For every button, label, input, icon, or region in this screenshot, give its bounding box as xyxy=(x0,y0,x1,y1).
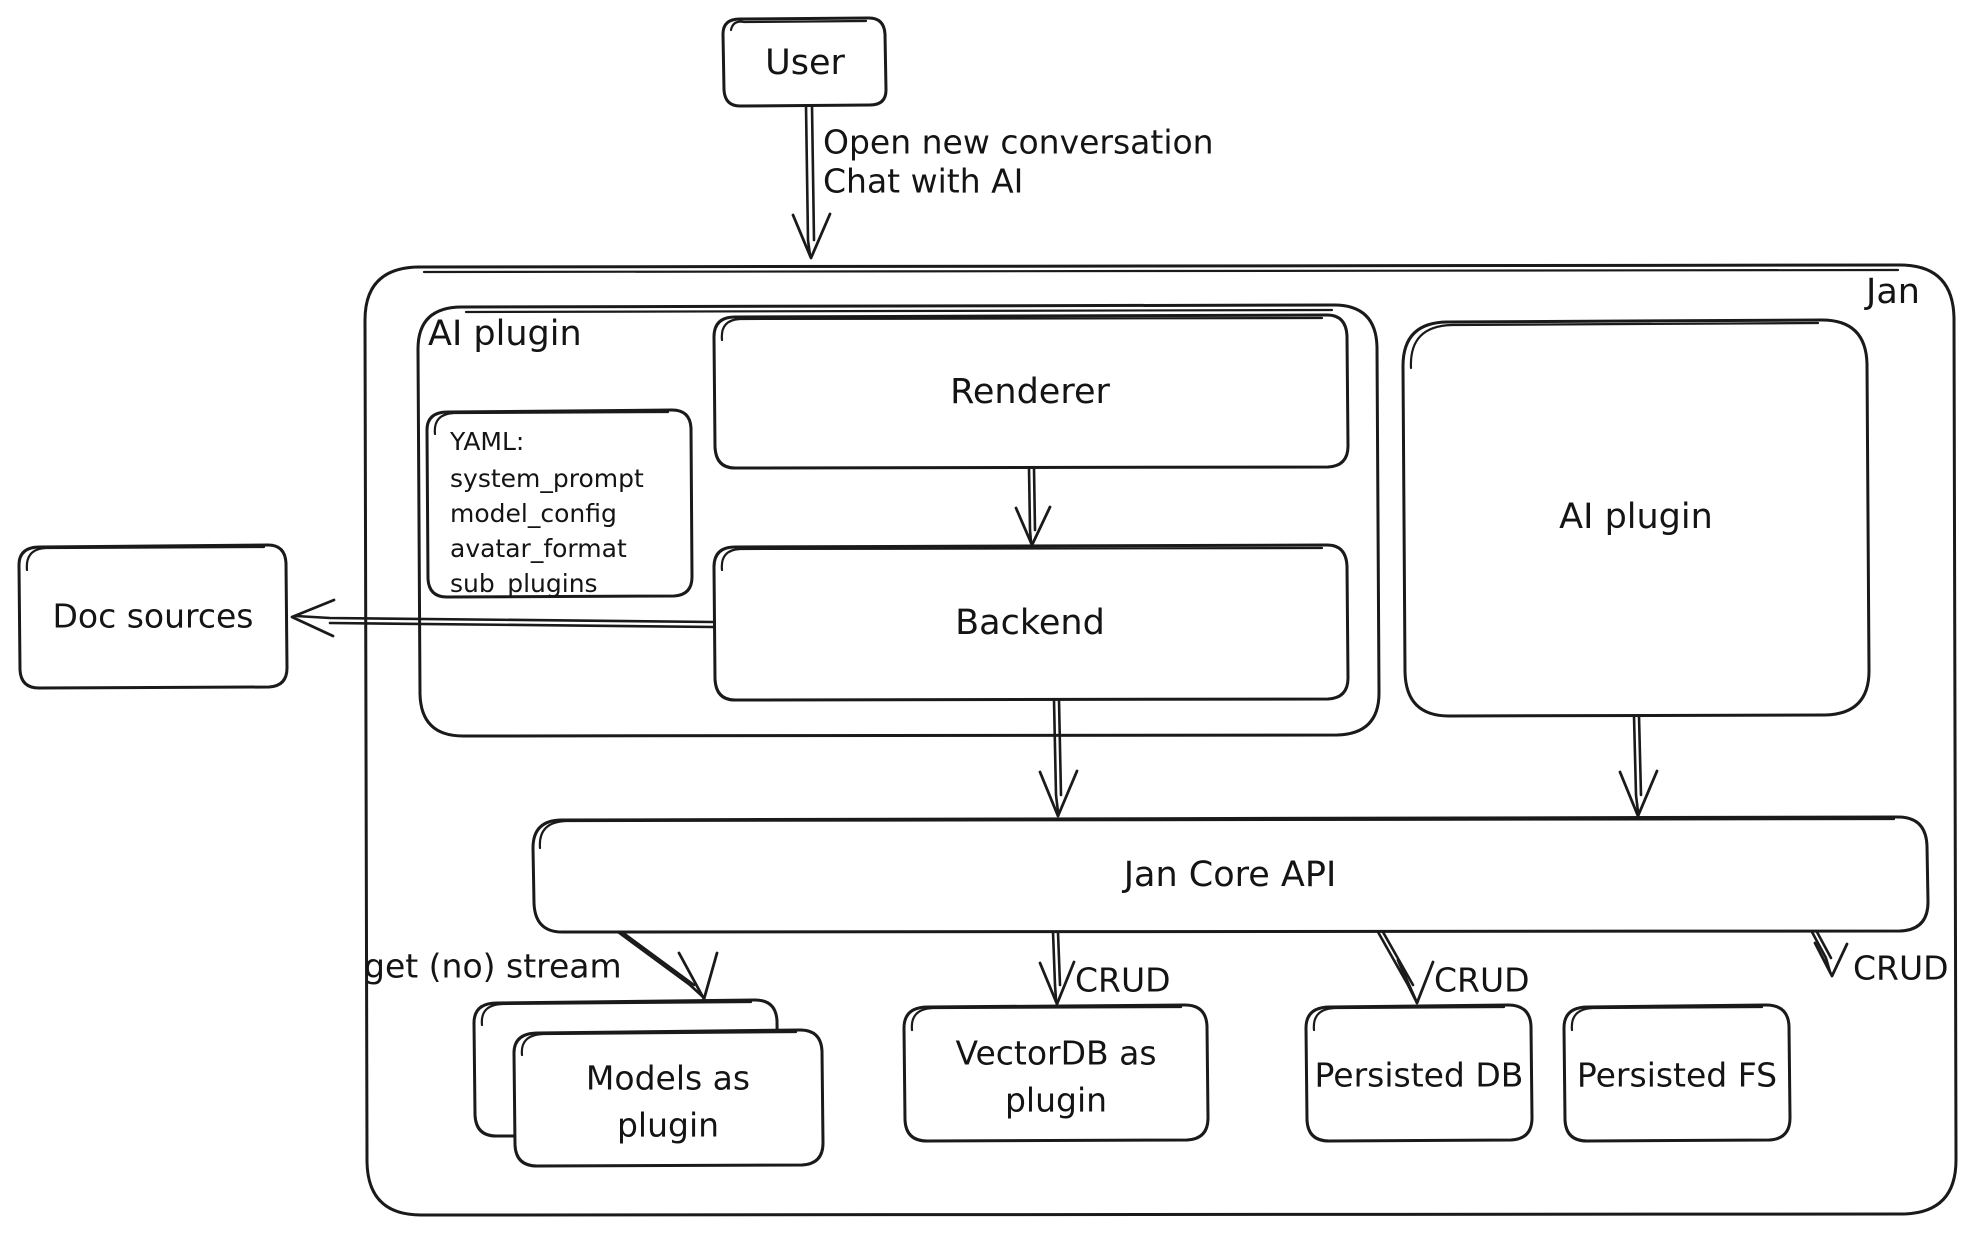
node-user-label: User xyxy=(765,43,845,83)
edge-core-to-models: get (no) stream xyxy=(364,930,719,1001)
node-backend[interactable]: Backend xyxy=(712,543,1350,702)
edge-core-to-persisted-db-label: CRUD xyxy=(1434,961,1530,1000)
edge-backend-to-doc-sources xyxy=(290,598,716,638)
edge-user-to-renderer: Open new conversation Chat with AI xyxy=(791,104,1214,260)
node-jan-core-api-label: Jan Core API xyxy=(1122,855,1337,895)
node-renderer-label: Renderer xyxy=(950,372,1110,412)
node-renderer[interactable]: Renderer xyxy=(712,313,1350,470)
node-persisted-fs-label: Persisted FS xyxy=(1577,1056,1777,1095)
node-models-plugin[interactable]: Models as plugin xyxy=(472,998,825,1168)
edge-core-to-persisted-fs: CRUD xyxy=(1810,930,1949,988)
yaml-item-2: avatar_format xyxy=(450,534,627,563)
node-yaml-card: YAML: system_prompt model_config avatar_… xyxy=(425,408,694,599)
edge-backend-to-core xyxy=(1038,698,1079,818)
node-models-plugin-label-line1: Models as xyxy=(586,1059,750,1098)
yaml-item-1: model_config xyxy=(450,499,617,528)
edge-user-to-renderer-label-line1: Open new conversation xyxy=(823,123,1214,162)
yaml-item-0: system_prompt xyxy=(450,464,644,493)
node-backend-label: Backend xyxy=(955,603,1105,643)
node-doc-sources-label: Doc sources xyxy=(52,597,253,636)
node-models-plugin-label-line2: plugin xyxy=(617,1106,719,1145)
edge-user-to-renderer-label-line2: Chat with AI xyxy=(823,162,1023,201)
node-user[interactable]: User xyxy=(721,16,888,108)
node-ai-plugin-box[interactable]: AI plugin xyxy=(1401,318,1871,718)
node-doc-sources[interactable]: Doc sources xyxy=(17,543,289,690)
node-vectordb-plugin-label-line2: plugin xyxy=(1005,1081,1107,1120)
node-persisted-db[interactable]: Persisted DB xyxy=(1304,1003,1534,1143)
edge-core-to-models-label: get (no) stream xyxy=(364,947,622,986)
node-ai-plugin-box-label: AI plugin xyxy=(1559,497,1713,537)
yaml-heading: YAML: xyxy=(449,427,524,456)
edge-core-to-persisted-db: CRUD xyxy=(1376,930,1530,1005)
node-vectordb-plugin[interactable]: VectorDB as plugin xyxy=(902,1003,1210,1143)
node-persisted-db-label: Persisted DB xyxy=(1315,1056,1524,1095)
yaml-item-3: sub_plugins xyxy=(450,569,598,598)
container-ai-plugin-group-label: AI plugin xyxy=(428,314,582,354)
edge-core-to-vectordb: CRUD xyxy=(1038,930,1171,1006)
node-jan-core-api[interactable]: Jan Core API xyxy=(531,815,1930,934)
container-jan-label: Jan xyxy=(1864,272,1920,312)
node-persisted-fs[interactable]: Persisted FS xyxy=(1562,1003,1792,1143)
node-vectordb-plugin-label-line1: VectorDB as xyxy=(955,1034,1156,1073)
edge-core-to-vectordb-label: CRUD xyxy=(1075,961,1171,1000)
edge-ai-plugin-to-core xyxy=(1618,714,1659,818)
edge-core-to-persisted-fs-label: CRUD xyxy=(1853,949,1949,988)
